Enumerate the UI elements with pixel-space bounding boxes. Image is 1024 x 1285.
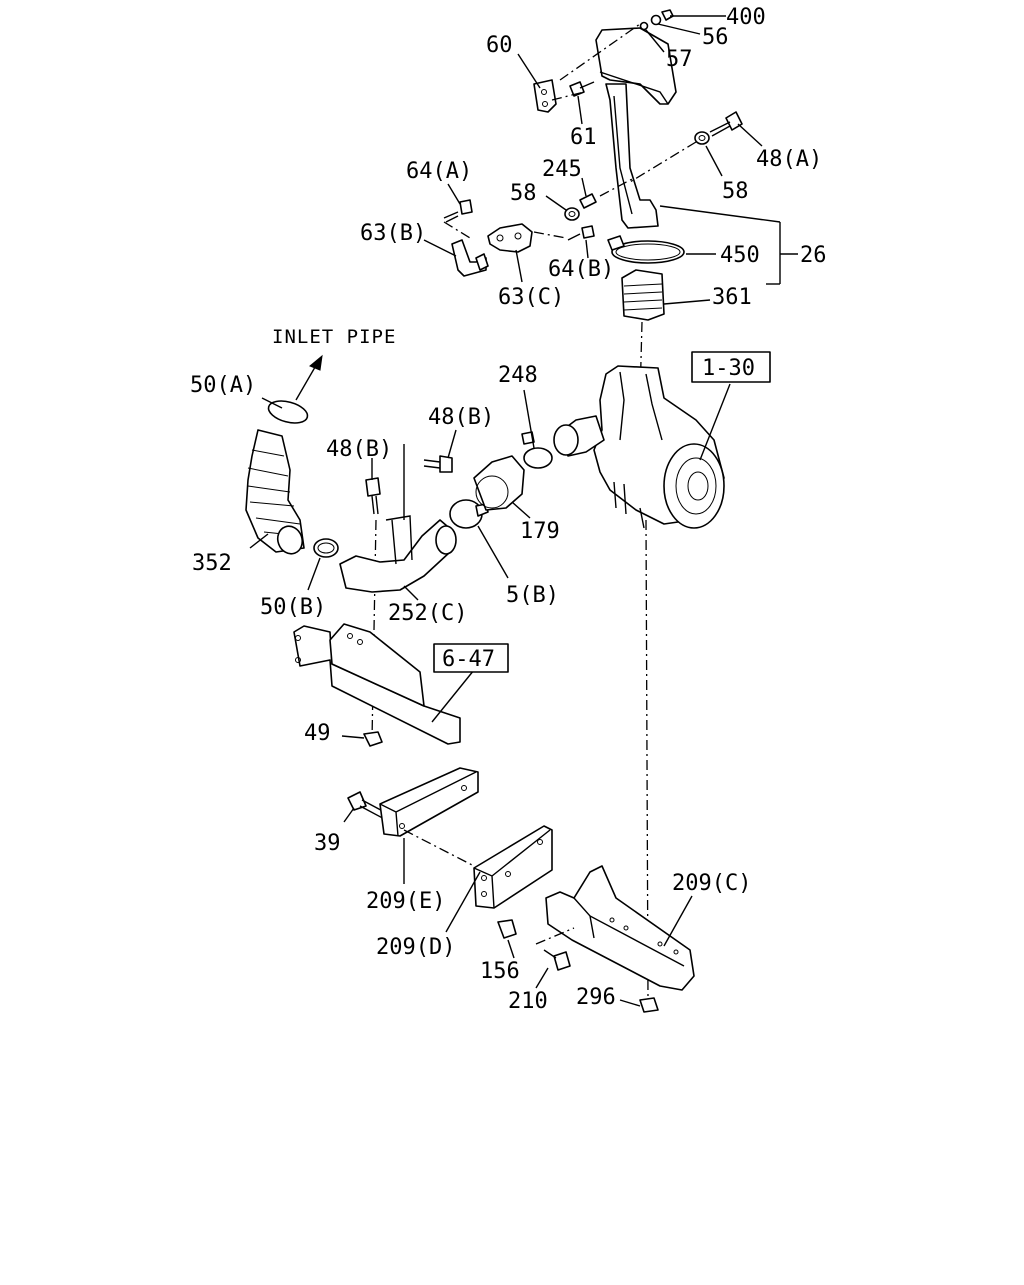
label-400: 400 <box>726 5 766 30</box>
grommet-58-mid <box>564 207 580 221</box>
label-252c: 252(C) <box>388 601 467 626</box>
label-209e: 209(E) <box>366 889 445 914</box>
clamp-50b <box>313 538 339 558</box>
clamp-5b <box>449 499 489 529</box>
ref-6-47-label: 6-47 <box>442 647 495 672</box>
grommet-58-right <box>694 131 710 145</box>
leader-lines <box>249 15 798 1007</box>
ref-box-1-30 <box>691 351 771 383</box>
bolt-210 <box>543 949 571 971</box>
label-49: 49 <box>304 721 331 746</box>
ref-1-30-label: 1-30 <box>702 356 755 381</box>
nut-296 <box>639 997 659 1013</box>
label-39: 39 <box>314 831 341 856</box>
label-361: 361 <box>712 285 752 310</box>
label-57: 57 <box>666 47 693 72</box>
bolt-48b-right <box>423 455 453 473</box>
bracket-209e <box>379 767 479 837</box>
bolt-61 <box>569 81 595 97</box>
label-450: 450 <box>720 243 760 268</box>
label-48b-right: 48(B) <box>428 405 494 430</box>
inlet-pipe-arrow <box>295 354 323 401</box>
label-63b: 63(B) <box>360 221 426 246</box>
label-352: 352 <box>192 551 232 576</box>
label-48a-top: 48(A) <box>756 147 822 172</box>
bracket-6-47 <box>293 623 461 745</box>
bolt-48b-left <box>365 477 381 515</box>
bracket-209d <box>473 825 553 909</box>
label-58-right: 58 <box>722 179 749 204</box>
ref-box-6-47 <box>433 643 509 673</box>
bracket-63b <box>451 239 489 277</box>
label-48b-left: 48(B) <box>326 437 392 462</box>
air-duct-upper <box>595 27 677 229</box>
label-209d: 209(D) <box>376 935 455 960</box>
label-26: 26 <box>800 243 827 268</box>
label-64b: 64(B) <box>548 257 614 282</box>
label-209c: 209(C) <box>672 871 751 896</box>
label-58-mid: 58 <box>510 181 537 206</box>
label-179: 179 <box>520 519 560 544</box>
bolt-64b <box>567 225 595 241</box>
label-61: 61 <box>570 125 597 150</box>
label-245: 245 <box>542 157 582 182</box>
label-64a: 64(A) <box>406 159 472 184</box>
label-296: 296 <box>576 985 616 1010</box>
label-248: 248 <box>498 363 538 388</box>
label-156: 156 <box>480 959 520 984</box>
inlet-pipe-label: INLET PIPE <box>272 326 396 348</box>
air-cleaner-assembly <box>553 365 725 529</box>
bolt-48a-top <box>709 111 743 137</box>
label-5b: 5(B) <box>506 583 559 608</box>
bolt-64a <box>443 199 473 223</box>
nut-156 <box>497 919 517 939</box>
hose-352 <box>245 429 305 555</box>
label-50a: 50(A) <box>190 373 256 398</box>
collar-245 <box>579 193 597 209</box>
clamp-248 <box>521 431 553 469</box>
element-361 <box>621 269 665 321</box>
clamp-50a <box>267 400 309 424</box>
label-50b: 50(B) <box>260 595 326 620</box>
bracket-63c <box>487 223 533 253</box>
pipe-252c <box>339 444 457 593</box>
nut-49 <box>363 731 383 747</box>
label-63c: 63(C) <box>498 285 564 310</box>
label-60: 60 <box>486 33 513 58</box>
label-210: 210 <box>508 989 548 1014</box>
hose-179 <box>473 455 525 511</box>
label-56: 56 <box>702 25 729 50</box>
clamp-450 <box>607 235 685 264</box>
